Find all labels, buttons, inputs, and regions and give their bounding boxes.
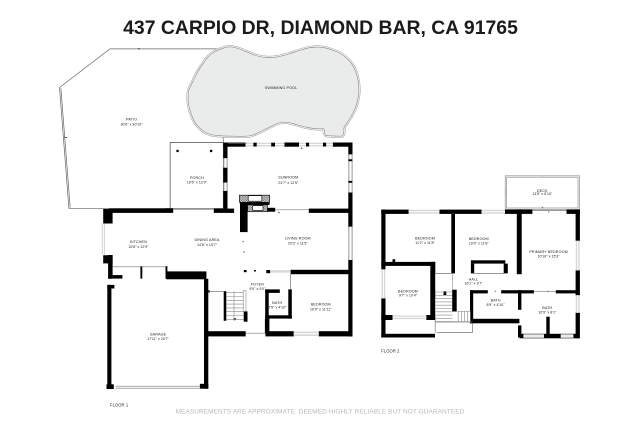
svg-text:10'8" x 12'9": 10'8" x 12'9" xyxy=(128,245,149,249)
svg-text:FLOOR 1: FLOOR 1 xyxy=(110,402,129,407)
svg-text:9'0" x 9'0": 9'0" x 9'0" xyxy=(249,287,266,291)
svg-text:10'0" x 11'8": 10'0" x 11'8" xyxy=(469,242,490,246)
svg-text:10'9" x 11'11": 10'9" x 11'11" xyxy=(310,307,332,311)
svg-text:8'9" x 4'10": 8'9" x 4'10" xyxy=(487,303,506,307)
svg-text:437 CARPIO DR, DIAMOND BAR, CA: 437 CARPIO DR, DIAMOND BAR, CA 91765 xyxy=(123,17,518,39)
svg-text:KITCHEN: KITCHEN xyxy=(130,240,147,244)
svg-text:7'5" x 4'10": 7'5" x 4'10" xyxy=(268,306,287,310)
svg-text:23'7" x 12'5": 23'7" x 12'5" xyxy=(278,181,299,185)
svg-text:DINING AREA: DINING AREA xyxy=(194,238,220,242)
svg-text:10'9" x 8'1": 10'9" x 8'1" xyxy=(538,311,557,315)
svg-text:BEDROOM: BEDROOM xyxy=(469,237,489,241)
svg-text:SUNROOM: SUNROOM xyxy=(278,176,298,180)
svg-text:20'3" x 11'5": 20'3" x 11'5" xyxy=(288,241,309,245)
svg-text:BATH: BATH xyxy=(542,306,552,310)
svg-text:13'5" x 5'10": 13'5" x 5'10" xyxy=(532,192,553,196)
svg-text:14'8" x 15'7": 14'8" x 15'7" xyxy=(197,243,218,247)
svg-text:10'10" x 15'3": 10'10" x 15'3" xyxy=(537,254,560,258)
svg-text:BATH: BATH xyxy=(491,299,501,303)
svg-text:BATH: BATH xyxy=(272,301,282,305)
svg-text:9'7" x 10'4": 9'7" x 10'4" xyxy=(399,294,418,298)
svg-text:16'1" x 3'7": 16'1" x 3'7" xyxy=(464,282,483,286)
svg-text:17'11" x 20'7": 17'11" x 20'7" xyxy=(147,337,170,341)
svg-text:10'5" x 12'9": 10'5" x 12'9" xyxy=(187,181,208,185)
svg-text:FLOOR 2: FLOOR 2 xyxy=(381,348,400,353)
svg-text:30'6" x 30'10": 30'6" x 30'10" xyxy=(120,123,143,127)
svg-text:BEDROOM: BEDROOM xyxy=(311,303,331,307)
svg-text:11'2" x 11'8": 11'2" x 11'8" xyxy=(415,241,435,245)
svg-text:SWIMMING POOL: SWIMMING POOL xyxy=(265,86,298,90)
svg-text:BEDROOM: BEDROOM xyxy=(415,236,435,240)
svg-text:PRIMARY BEDROOM: PRIMARY BEDROOM xyxy=(529,250,568,254)
svg-text:BEDROOM: BEDROOM xyxy=(398,289,418,293)
svg-text:HALL: HALL xyxy=(469,277,479,281)
svg-text:PORCH: PORCH xyxy=(190,176,204,180)
svg-text:PATIO: PATIO xyxy=(126,118,137,122)
svg-text:MEASUREMENTS ARE APPROXIMATE.: MEASUREMENTS ARE APPROXIMATE. DEEMED HIG… xyxy=(176,408,465,415)
svg-text:LIVING ROOM: LIVING ROOM xyxy=(285,236,311,240)
svg-text:FOYER: FOYER xyxy=(251,282,265,286)
svg-text:DECK: DECK xyxy=(537,189,548,193)
svg-text:GARAGE: GARAGE xyxy=(150,332,167,336)
